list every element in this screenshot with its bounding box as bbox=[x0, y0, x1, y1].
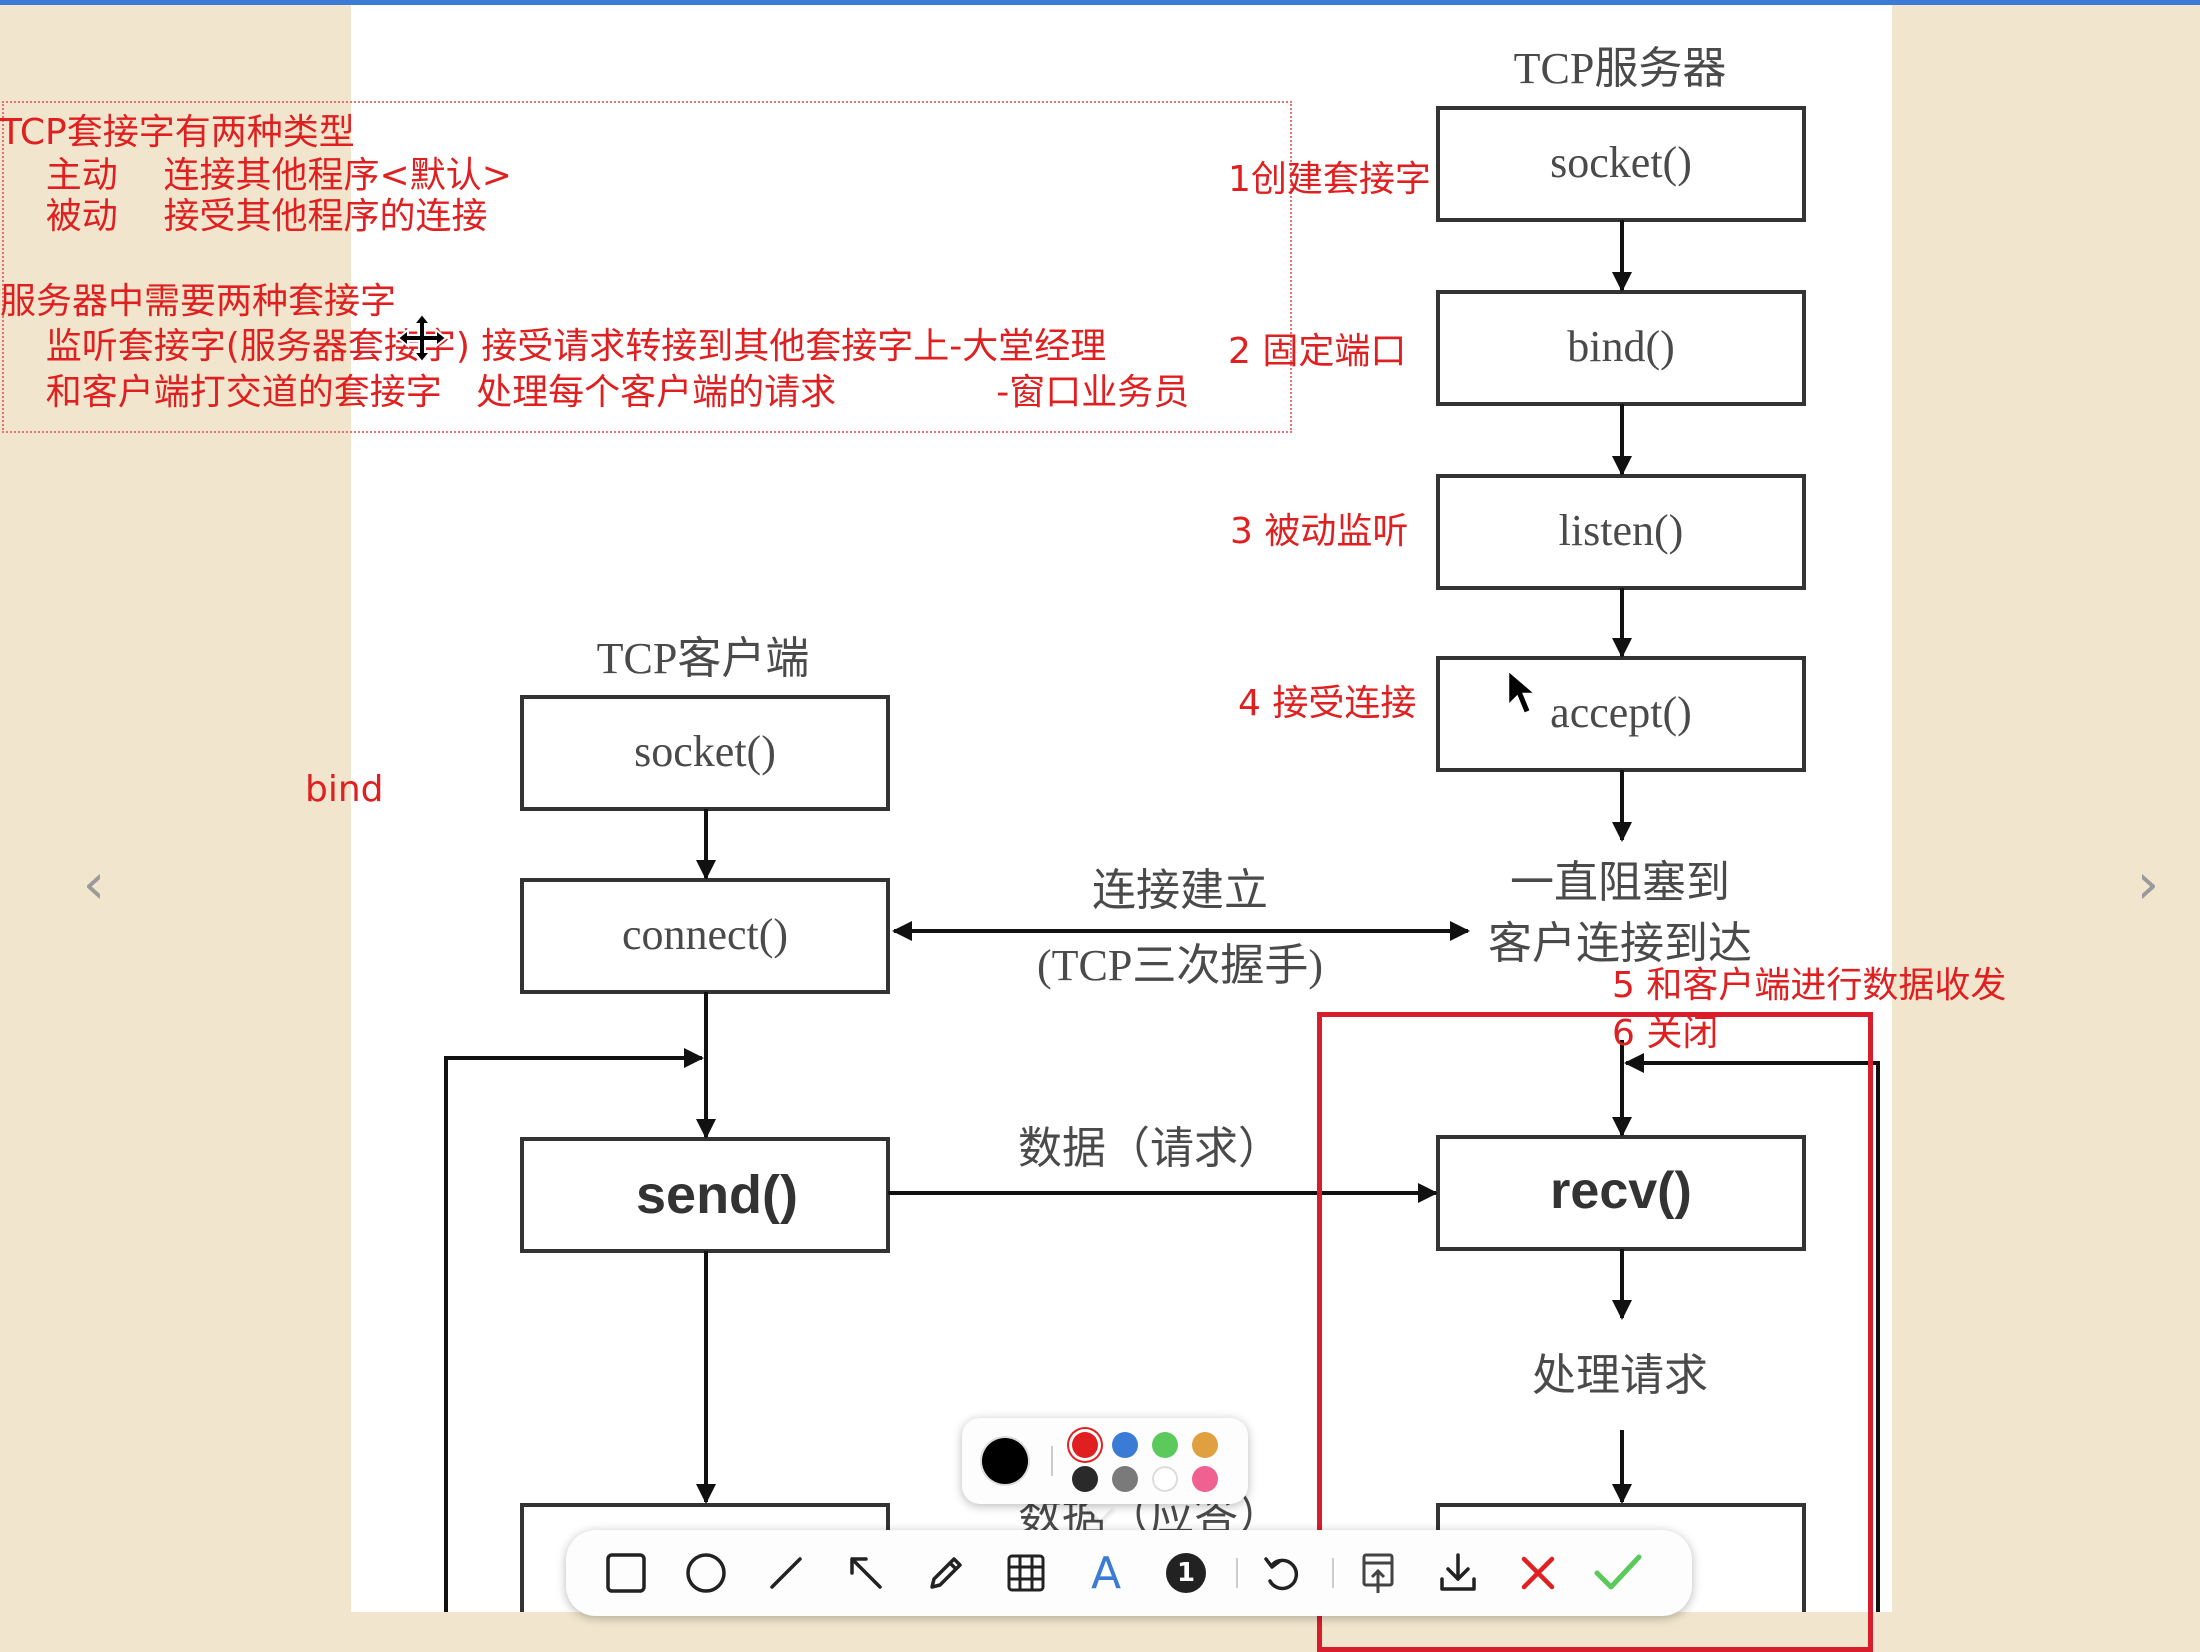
server-bind-label: bind() bbox=[1567, 322, 1675, 371]
pin-icon bbox=[1362, 1553, 1394, 1593]
text-tool[interactable]: A bbox=[1076, 1543, 1136, 1603]
line-tool[interactable] bbox=[756, 1543, 816, 1603]
toolbar-divider bbox=[1236, 1558, 1238, 1588]
note-box[interactable] bbox=[2, 101, 1292, 433]
note-line: TCP套接字有两种类型 bbox=[0, 112, 355, 153]
server-title: TCP服务器 bbox=[1514, 44, 1727, 93]
arrow-icon bbox=[850, 1557, 882, 1589]
server-socket-label: socket() bbox=[1550, 138, 1692, 187]
number-marker-icon: 1 bbox=[1166, 1553, 1206, 1593]
connection-label-line2: (TCP三次握手) bbox=[1037, 941, 1323, 990]
ellipse-icon bbox=[686, 1553, 726, 1593]
step5-annotation[interactable]: 5 和客户端进行数据收发 bbox=[1612, 965, 2007, 1006]
text-icon: A bbox=[1090, 1547, 1122, 1599]
right-margin bbox=[1892, 5, 2200, 1612]
selected-color-swatch[interactable] bbox=[982, 1438, 1028, 1484]
pencil-tool[interactable] bbox=[916, 1543, 976, 1603]
undo-button[interactable] bbox=[1252, 1543, 1312, 1603]
color-swatch-red[interactable] bbox=[1072, 1432, 1098, 1458]
server-listen-box: listen() bbox=[1436, 474, 1806, 590]
mosaic-tool[interactable] bbox=[996, 1543, 1056, 1603]
download-icon bbox=[1440, 1553, 1476, 1591]
color-palette bbox=[962, 1418, 1248, 1504]
data-request-label: 数据（请求） bbox=[1018, 1124, 1282, 1173]
arrow-tool[interactable] bbox=[836, 1543, 896, 1603]
client-socket-box: socket() bbox=[520, 695, 890, 811]
note-line: 服务器中需要两种套接字 bbox=[0, 281, 397, 322]
client-connect-box: connect() bbox=[520, 878, 890, 994]
annotation-toolbar: A 1 bbox=[566, 1530, 1692, 1616]
bind-annotation[interactable]: bind bbox=[305, 769, 384, 810]
number-marker-tool[interactable]: 1 bbox=[1156, 1543, 1216, 1603]
download-button[interactable] bbox=[1428, 1543, 1488, 1603]
client-send-box: send() bbox=[520, 1137, 890, 1253]
server-listen-label: listen() bbox=[1559, 506, 1684, 555]
step3-annotation[interactable]: 3 被动监听 bbox=[1230, 511, 1409, 552]
confirm-icon bbox=[1594, 1554, 1642, 1590]
note-line: 被动 接受其他程序的连接 bbox=[0, 196, 488, 237]
step1-annotation[interactable]: 1创建套接字 bbox=[1228, 159, 1431, 200]
client-title: TCP客户端 bbox=[597, 634, 810, 683]
flow-arrows bbox=[444, 220, 1880, 1612]
rectangle-tool[interactable] bbox=[596, 1543, 656, 1603]
note-line: 监听套接字(服务器套接字) 接受请求转接到其他套接字上-大堂经理 bbox=[0, 326, 1107, 367]
process-request-label: 处理请求 bbox=[1532, 1351, 1708, 1400]
note-line: 和客户端打交道的套接字 处理每个客户端的请求 -窗口业务员 bbox=[0, 372, 1190, 413]
note-line: 主动 连接其他程序<默认> bbox=[0, 155, 512, 196]
color-swatch-white[interactable] bbox=[1152, 1466, 1178, 1492]
pencil-icon bbox=[930, 1557, 962, 1589]
mouse-cursor-icon bbox=[1506, 668, 1540, 716]
ellipse-tool[interactable] bbox=[676, 1543, 736, 1603]
server-socket-box: socket() bbox=[1436, 106, 1806, 222]
server-bind-box: bind() bbox=[1436, 290, 1806, 406]
rectangle-icon bbox=[606, 1553, 646, 1593]
server-recv-label: recv() bbox=[1550, 1162, 1692, 1220]
cancel-button[interactable] bbox=[1508, 1543, 1568, 1603]
client-socket-label: socket() bbox=[634, 727, 776, 776]
undo-icon bbox=[1264, 1557, 1299, 1591]
step2-annotation[interactable]: 2 固定端口 bbox=[1228, 331, 1407, 372]
left-margin bbox=[0, 5, 351, 1612]
connection-label-line1: 连接建立 bbox=[1092, 866, 1268, 915]
prev-page-button[interactable]: ‹ bbox=[82, 852, 106, 917]
step4-annotation[interactable]: 4 接受连接 bbox=[1238, 683, 1417, 724]
server-accept-box: accept() bbox=[1436, 656, 1806, 772]
tcp-flow-diagram: TCP服务器 TCP客户端 socket() bind() listen() a… bbox=[444, 44, 1880, 1612]
color-swatch-pink[interactable] bbox=[1192, 1466, 1218, 1492]
top-accent-bar bbox=[0, 0, 2200, 5]
next-page-button[interactable]: › bbox=[2136, 852, 2160, 917]
client-connect-label: connect() bbox=[622, 910, 788, 959]
move-cursor-icon bbox=[396, 312, 448, 364]
color-swatch-orange[interactable] bbox=[1192, 1432, 1218, 1458]
block-label-line2: 客户连接到达 bbox=[1488, 919, 1752, 968]
color-swatch-blue[interactable] bbox=[1112, 1432, 1138, 1458]
confirm-button[interactable] bbox=[1588, 1543, 1648, 1603]
pin-button[interactable] bbox=[1348, 1543, 1408, 1603]
toolbar-divider bbox=[1332, 1558, 1334, 1588]
cancel-icon bbox=[1521, 1556, 1555, 1590]
color-swatch-green[interactable] bbox=[1152, 1432, 1178, 1458]
palette-divider bbox=[1051, 1446, 1053, 1476]
step6-annotation[interactable]: 6 关闭 bbox=[1612, 1013, 1719, 1054]
server-recv-box: recv() bbox=[1436, 1135, 1806, 1251]
block-label-line1: 一直阻塞到 bbox=[1510, 858, 1730, 907]
mosaic-icon bbox=[1007, 1554, 1045, 1592]
client-send-label: send() bbox=[636, 1165, 798, 1225]
color-swatch-black[interactable] bbox=[1072, 1466, 1098, 1492]
line-icon bbox=[770, 1557, 802, 1589]
server-accept-label: accept() bbox=[1550, 688, 1692, 737]
color-swatch-gray[interactable] bbox=[1112, 1466, 1138, 1492]
